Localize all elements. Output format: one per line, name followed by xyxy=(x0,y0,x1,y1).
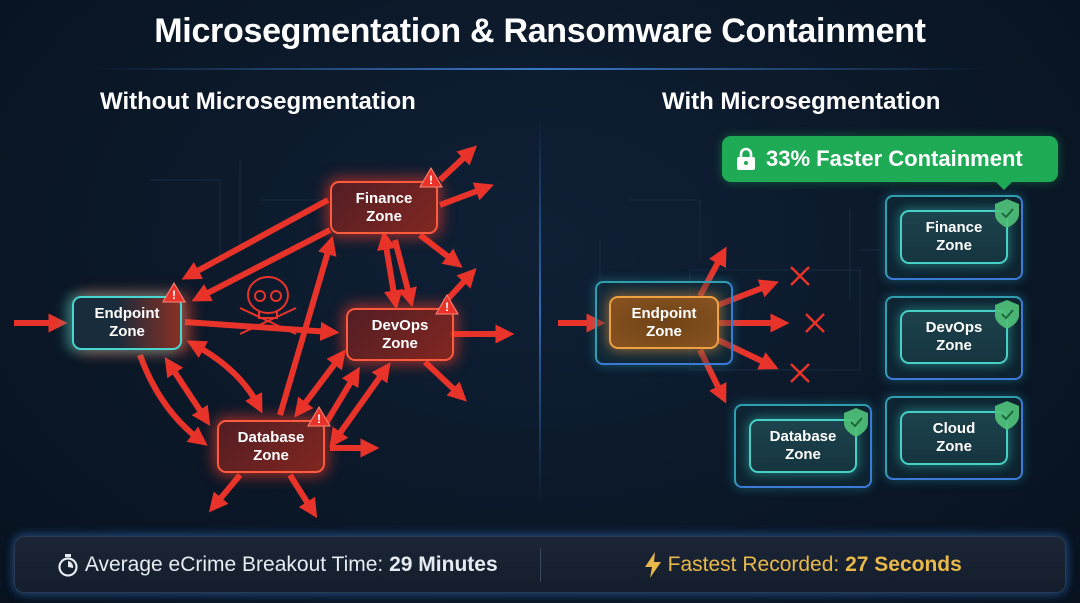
containment-badge: 33% Faster Containment xyxy=(722,136,1058,190)
skull-crossbones-icon xyxy=(239,276,297,335)
fastest-value: 27 Seconds xyxy=(845,552,962,576)
page-title: Microsegmentation & Ransomware Containme… xyxy=(154,12,926,50)
zone-label: Zone xyxy=(109,323,145,340)
right-panel-heading: With Microsegmentation xyxy=(662,88,941,115)
fastest-label: Fastest Recorded: xyxy=(667,552,840,576)
zone-label: Database xyxy=(237,428,305,446)
zone-label: DevOps xyxy=(925,319,983,336)
zone-label: Cloud xyxy=(932,420,976,437)
zone-label: Zone xyxy=(382,334,418,352)
zone-label: Zone xyxy=(936,337,972,354)
stopwatch-icon xyxy=(57,553,79,577)
lightning-icon xyxy=(644,551,662,578)
lock-icon xyxy=(736,147,756,171)
breakout-value: 29 Minutes xyxy=(389,552,498,576)
title-divider xyxy=(90,68,990,70)
x-mark-icon xyxy=(790,266,825,383)
zone-label: DevOps xyxy=(371,316,429,334)
footer-divider xyxy=(539,547,541,582)
stats-footer: Average eCrime Breakout Time: 29 Minutes… xyxy=(14,536,1066,593)
panel-divider xyxy=(539,115,541,505)
zone-label: Zone xyxy=(936,438,972,455)
breakout-label: Average eCrime Breakout Time: xyxy=(84,552,384,576)
fastest-recorded-stat: Fastest Recorded: 27 Seconds xyxy=(541,551,1066,578)
zone-label: Finance xyxy=(355,189,413,207)
breakout-time-stat: Average eCrime Breakout Time: 29 Minutes xyxy=(15,553,540,577)
zone-label: Database xyxy=(769,428,837,445)
zone-label: Zone xyxy=(366,207,402,225)
zone-label: Zone xyxy=(785,446,821,463)
badge-text: 33% Faster Containment xyxy=(766,146,1023,171)
zone-label: Finance xyxy=(925,219,983,236)
zone-label: Zone xyxy=(253,446,289,464)
zone-label: Zone xyxy=(936,237,972,254)
left-panel-heading: Without Microsegmentation xyxy=(100,88,416,115)
zone-label: Endpoint xyxy=(94,305,160,322)
zone-label: Endpoint xyxy=(631,304,697,322)
zone-label: Zone xyxy=(646,322,682,340)
